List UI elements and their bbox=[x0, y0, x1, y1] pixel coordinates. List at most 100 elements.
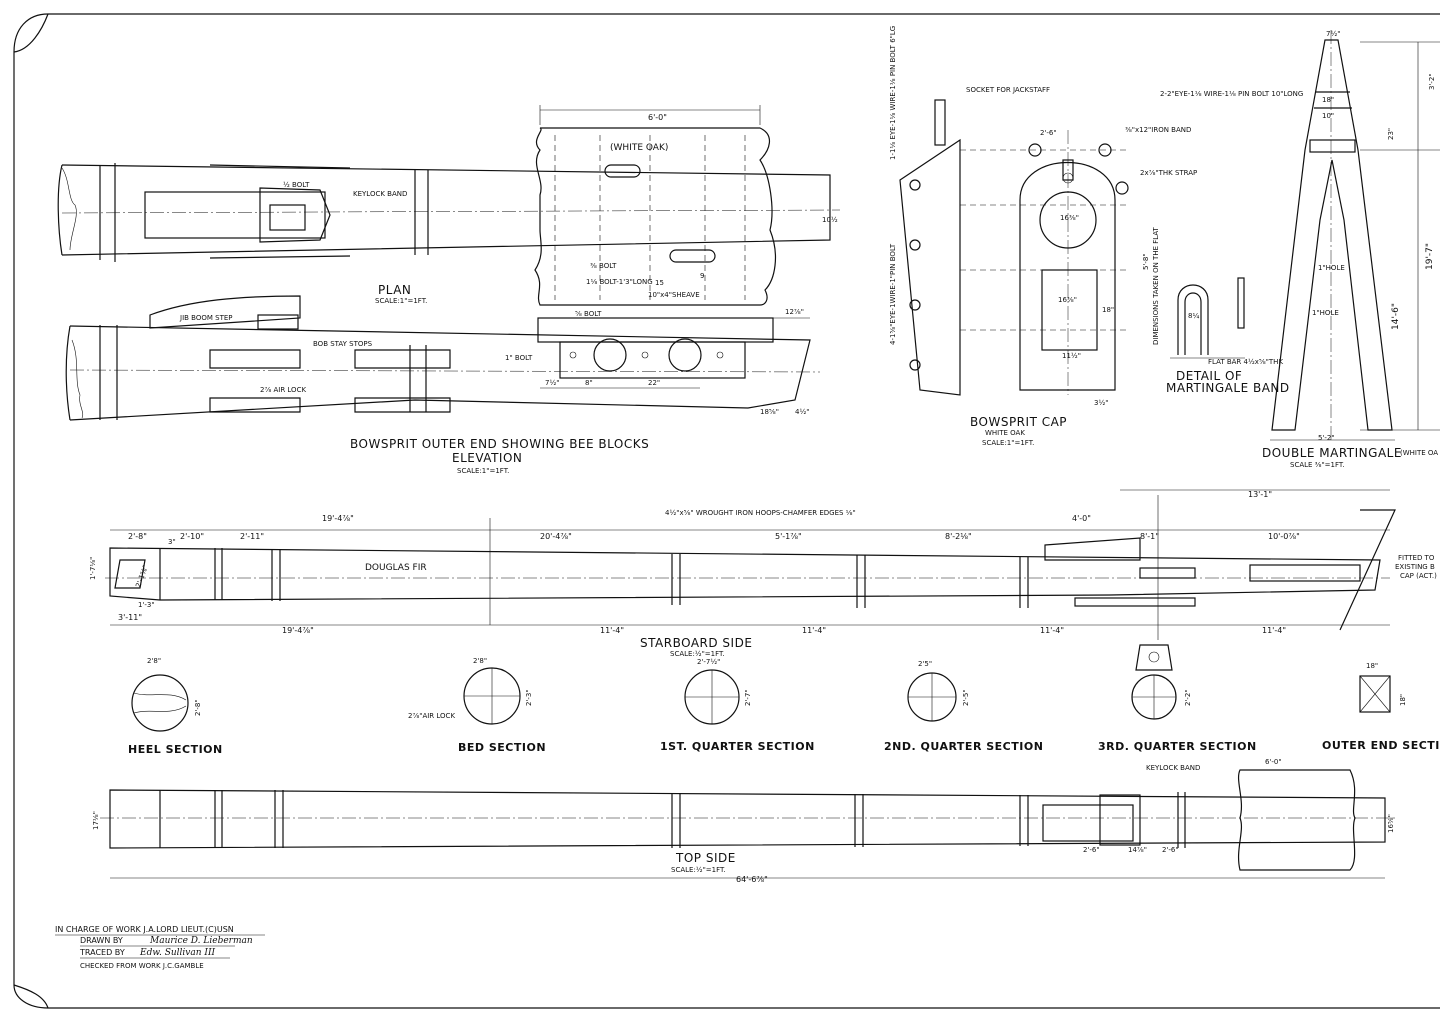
band-title: DETAIL OF bbox=[1176, 369, 1242, 383]
plan-sheave-label: 10"x4"SHEAVE bbox=[648, 291, 700, 299]
topside-scale: SCALE:½"=1FT. bbox=[671, 866, 726, 874]
starboard-dim-bottom-0: 3'-11" bbox=[118, 613, 142, 622]
section-2q-label: 2ND. QUARTER SECTION bbox=[884, 740, 1043, 753]
plan-bolt-3-8-label: ⅜ BOLT bbox=[590, 262, 617, 270]
plan-dim-15: 15 bbox=[655, 279, 664, 287]
section-1q-w: 2'-7½" bbox=[697, 658, 720, 666]
martingale-band-detail bbox=[1170, 277, 1245, 359]
starboard-fitted: FITTED TO bbox=[1398, 554, 1435, 562]
plan-width-dim: 6'-0" bbox=[648, 113, 667, 122]
plan-scale: SCALE:1"=1FT. bbox=[375, 297, 427, 305]
cap-dim-58: 5'-8" bbox=[1142, 253, 1150, 270]
elevation-dim-8: 8" bbox=[585, 379, 593, 387]
starboard-scale: SCALE:½"=1FT. bbox=[670, 650, 725, 658]
title-checked: CHECKED FROM WORK J.C.GAMBLE bbox=[80, 962, 204, 970]
martingale-scale: SCALE ⅜"=1FT. bbox=[1290, 461, 1345, 469]
topside-dim-26a: 2'-6" bbox=[1083, 846, 1100, 854]
section-3q-h: 2'-2" bbox=[1184, 689, 1192, 706]
plan-bolt-label: ½ BOLT bbox=[283, 181, 310, 189]
title-traced-by: TRACED BY bbox=[79, 948, 125, 957]
elevation-dim-18: 18⅝" bbox=[760, 408, 779, 416]
elevation-subtitle: ELEVATION bbox=[452, 451, 522, 465]
section-bed-w: 2'8" bbox=[473, 657, 487, 665]
martingale-dim-23: 23" bbox=[1387, 128, 1395, 140]
starboard-dim-top-4: 20'-4⅞" bbox=[540, 532, 572, 541]
martingale-view bbox=[1270, 30, 1440, 441]
starboard-side-view bbox=[105, 489, 1396, 640]
martingale-dim-32: 3'-2" bbox=[1428, 73, 1436, 90]
elevation-bolt-sm-label: ⅝ BOLT bbox=[575, 310, 602, 318]
martingale-hole-1: 1"HOLE bbox=[1318, 264, 1345, 272]
starboard-dim-top-9: 8'-1" bbox=[1140, 532, 1159, 541]
section-heel-h: 2'-8" bbox=[194, 699, 202, 716]
martingale-dim-146: 14'-6" bbox=[1391, 303, 1401, 330]
starboard-dim-top-3: 19'-4⅞" bbox=[322, 514, 354, 523]
plan-keylock-label: KEYLOCK BAND bbox=[353, 190, 407, 198]
section-1st-quarter bbox=[684, 669, 740, 725]
elevation-dim-7: 7½" bbox=[545, 379, 559, 387]
section-bed-h: 2'-3" bbox=[525, 689, 533, 706]
starboard-dim-bottom-4: 11'-4" bbox=[1040, 626, 1064, 635]
cap-dim-16: 16⅜" bbox=[1060, 214, 1079, 222]
section-outer-w: 18" bbox=[1366, 662, 1378, 670]
section-heel-label: HEEL SECTION bbox=[128, 743, 223, 756]
plan-dim-10: 10½ bbox=[822, 216, 838, 224]
section-outer-h: 18" bbox=[1399, 694, 1407, 706]
section-bed bbox=[463, 667, 521, 725]
cap-title: BOWSPRIT CAP bbox=[970, 415, 1067, 429]
cap-socket-label: SOCKET FOR JACKSTAFF bbox=[966, 86, 1050, 94]
topside-dim-6: 6'-0" bbox=[1265, 758, 1282, 766]
section-heel bbox=[131, 674, 189, 732]
topside-dim-16: 16⅝" bbox=[1387, 814, 1395, 833]
section-2q-h: 2'-5" bbox=[962, 689, 970, 706]
elevation-title: BOWSPRIT OUTER END SHOWING BEE BLOCKS bbox=[350, 437, 649, 451]
section-heel-w: 2'8" bbox=[147, 657, 161, 665]
cap-vertical-note-1: 1-1⅛ EYE-1⅛ WIRE-1⅛ PIN BOLT 6"LG bbox=[889, 26, 897, 160]
topside-title: TOP SIDE bbox=[675, 851, 736, 865]
topside-keylock: KEYLOCK BAND bbox=[1146, 764, 1200, 772]
starboard-material: DOUGLAS FIR bbox=[365, 563, 427, 573]
title-drawn-by: DRAWN BY bbox=[80, 936, 123, 945]
topside-dim-14: 14⅞" bbox=[1128, 846, 1147, 854]
section-3rd-quarter bbox=[1131, 644, 1177, 720]
topside-dim-17: 17⅛" bbox=[92, 811, 100, 830]
starboard-dim-bottom-3: 11'-4" bbox=[802, 626, 826, 635]
section-2q-w: 2'5" bbox=[918, 660, 932, 668]
starboard-dim-bottom-5: 11'-4" bbox=[1262, 626, 1286, 635]
topside-overall-dim: 64'-6⅞" bbox=[736, 875, 768, 884]
cap-scale: SCALE:1"=1FT. bbox=[982, 439, 1034, 447]
starboard-dim-bottom-1: 19'-4⅞" bbox=[282, 626, 314, 635]
starboard-dim-top-10: 10'-0⅞" bbox=[1268, 532, 1300, 541]
elevation-bolt-label: 1" BOLT bbox=[505, 354, 533, 362]
heel-dim-0: 1'-7⅛" bbox=[89, 557, 97, 580]
martingale-top-dim: 7½" bbox=[1326, 30, 1340, 38]
section-1q-h: 2'-7" bbox=[744, 689, 752, 706]
title-traced-signature: Edw. Sullivan III bbox=[139, 948, 216, 958]
starboard-existing: EXISTING B bbox=[1395, 563, 1435, 571]
band-flat-label: FLAT BAR 4½x⅝"THK bbox=[1208, 358, 1283, 366]
title-in-charge: IN CHARGE OF WORK J.A.LORD LIEUT.(C)USN bbox=[55, 925, 234, 934]
elevation-dim-22: 22" bbox=[648, 379, 660, 387]
elevation-scale: SCALE:1"=1FT. bbox=[457, 467, 509, 475]
martingale-dim-197: 19'-7" bbox=[1425, 243, 1435, 270]
martingale-dim-52: 5'-2" bbox=[1318, 434, 1335, 442]
bob-stay-label: BOB STAY STOPS bbox=[313, 340, 373, 348]
section-2nd-quarter bbox=[907, 672, 957, 722]
plan-bolt-long-label: 1⅛ BOLT-1'3"LONG bbox=[586, 278, 653, 286]
martingale-hole-2: 1"HOLE bbox=[1312, 309, 1339, 317]
starboard-hoops-note: 4½"x⅝" WROUGHT IRON HOOPS-CHAMFER EDGES … bbox=[665, 509, 856, 517]
band-dim-8: 8¼ bbox=[1188, 312, 1199, 320]
cap-eyes-label: 2-2"EYE-1⅛ WIRE-1⅛ PIN BOLT 10"LONG bbox=[1160, 90, 1303, 98]
elevation-dim-12: 12⅞" bbox=[785, 308, 804, 316]
airlock-label: 2⅞ AIR LOCK bbox=[260, 386, 306, 394]
starboard-dim-top-2: 2'-11" bbox=[240, 532, 264, 541]
sheet-border bbox=[13, 13, 1440, 1009]
top-side-view bbox=[100, 769, 1395, 879]
heel-dim-2: 3" bbox=[168, 538, 176, 546]
cap-iron-label: ⅜"x12"IRON BAND bbox=[1125, 126, 1191, 134]
cap-strap-label: 2x⅞"THK STRAP bbox=[1140, 169, 1197, 177]
starboard-dim-top-6: 8'-2⅛" bbox=[945, 532, 972, 541]
elevation-dim-4: 4½" bbox=[795, 408, 809, 416]
starboard-dim-top-0: 2'-8" bbox=[128, 532, 147, 541]
section-bed-label: BED SECTION bbox=[458, 741, 546, 754]
